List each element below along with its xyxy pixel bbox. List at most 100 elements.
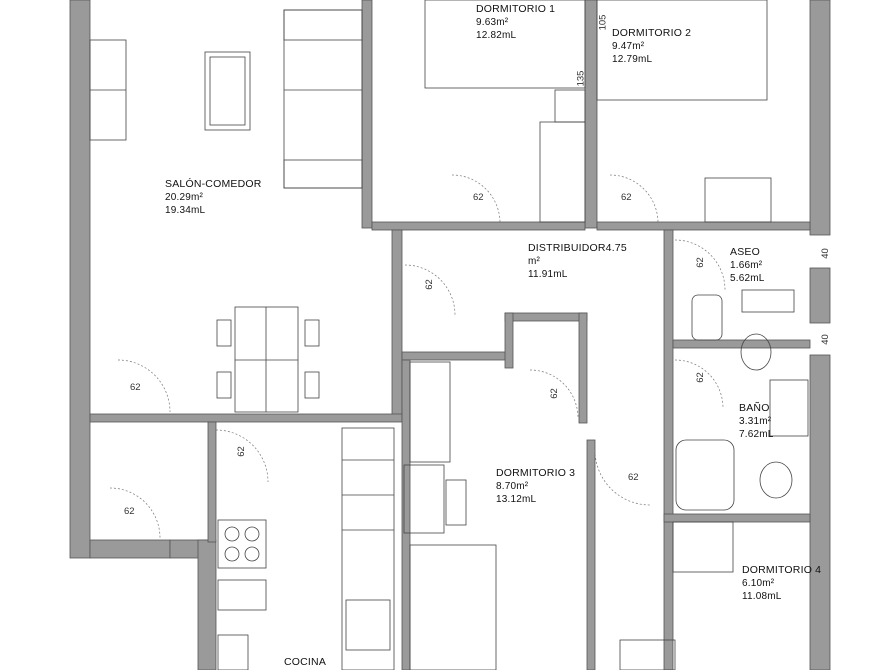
room-name: COCINA [284, 656, 327, 668]
wall-kitchen-left [197, 539, 217, 670]
door-swing-dorm4 [594, 449, 651, 506]
door-width-aseo: 62 [694, 257, 706, 268]
room-label-dorm3: DORMITORIO 3 8.70m² 13.12mL [496, 467, 575, 506]
room-area: 6.10m² [742, 578, 775, 589]
room-area: 8.70m² [496, 481, 529, 492]
room-label-cocina: COCINA [284, 656, 326, 669]
door-swing-bano [674, 359, 724, 409]
room-perimeter: 7.62mL [739, 429, 774, 440]
stove [217, 519, 267, 569]
wall-bottom-left [89, 539, 171, 559]
wall-right-top [809, 0, 831, 236]
bano-sink [769, 379, 809, 437]
door-width-bano: 62 [694, 372, 706, 383]
room-perimeter: 12.82mL [476, 30, 517, 41]
sink [741, 289, 795, 313]
dim-105: 105 [597, 14, 609, 31]
door-swing-aseo [674, 239, 726, 291]
wall-right-mid [809, 267, 831, 324]
wall-closet-top [504, 312, 588, 322]
sofa [283, 9, 363, 189]
door-width-dorm2: 62 [621, 192, 632, 203]
wardrobe-dorm3 [409, 361, 451, 463]
room-perimeter: 12.79mL [612, 54, 653, 65]
wall-dorm1-left [361, 0, 373, 229]
wall-right-bottom [809, 354, 831, 670]
room-label-dorm1: DORMITORIO 1 9.63m² 12.82mL [476, 3, 555, 42]
door-width-dorm4: 62 [628, 472, 639, 483]
kitchen-sink [345, 599, 391, 651]
wall-dorm1-right [584, 0, 598, 229]
wall-bano-bottom [663, 513, 811, 523]
room-name: BAÑO [739, 402, 770, 414]
room-label-salon: SALÓN-COMEDOR 20.29m² 19.34mL [165, 178, 262, 217]
furniture [89, 0, 809, 670]
wall-kitchen-top [207, 421, 217, 543]
dim-135: 135 [575, 70, 587, 87]
room-name: DORMITORIO 2 [612, 27, 692, 39]
room-perimeter: 11.91mL [528, 269, 568, 280]
bed-dorm3 [409, 544, 497, 670]
room-area: 9.63m² [476, 17, 509, 28]
room-label-dorm2: DORMITORIO 2 9.47m² 12.79mL [612, 27, 691, 66]
room-label-dorm4: DORMITORIO 4 6.10m² 11.08mL [742, 564, 821, 603]
door-swing-closet [529, 369, 579, 419]
shower [675, 439, 735, 511]
room-name: DORMITORIO 1 [476, 3, 556, 15]
wall-dorm3-left [401, 359, 411, 670]
room-label-distribuidor: DISTRIBUIDOR4.75 m² 11.91mL [528, 242, 627, 281]
door-width-kitchen: 62 [235, 446, 247, 457]
door-swing-hall [109, 487, 161, 539]
wardrobe-dorm4 [672, 521, 734, 573]
room-area: 3.31m² [739, 416, 772, 427]
kitchen-counter [341, 427, 395, 670]
wall-distrib-inner [401, 351, 513, 361]
door-width-salon: 62 [130, 382, 141, 393]
walls [69, 0, 831, 670]
dim-40-top: 40 [819, 248, 831, 259]
door-width-dorm1: 62 [473, 192, 484, 203]
desk-dorm4 [619, 639, 676, 670]
wall-bath-left [663, 229, 674, 670]
desk-dorm3 [403, 464, 445, 534]
bed-dorm1 [424, 0, 586, 89]
wall-closet-right [578, 312, 588, 424]
nightstand [554, 89, 586, 123]
room-label-bano: BAÑO 3.31m² 7.62mL [739, 402, 774, 441]
counter-left [217, 579, 267, 611]
chair [216, 319, 232, 347]
chair [304, 371, 320, 399]
room-label-aseo: ASEO 1.66m² 5.62mL [730, 246, 765, 285]
room-name: DORMITORIO 3 [496, 467, 576, 479]
bidet [759, 461, 793, 499]
wall-dorm3-right [586, 439, 596, 670]
chair [304, 319, 320, 347]
toilet [691, 294, 723, 341]
room-name: ASEO [730, 246, 760, 258]
door-swing-dorm2 [609, 174, 659, 223]
tv [204, 51, 251, 131]
bed-dorm2 [596, 0, 768, 101]
room-name: DORMITORIO 4 [742, 564, 822, 576]
room-perimeter: 5.62mL [730, 273, 765, 284]
bano-toilet [740, 333, 772, 371]
room-area: 9.47m² [612, 41, 645, 52]
room-perimeter: 19.34mL [165, 205, 206, 216]
door-width-closet: 62 [548, 388, 560, 399]
wall-salon-bottom [89, 413, 403, 423]
door-swings [109, 174, 726, 539]
room-perimeter: 11.08mL [742, 591, 782, 602]
dim-40-bottom: 40 [819, 334, 831, 345]
door-swing-distrib [404, 264, 456, 316]
door-width-distrib: 62 [423, 279, 435, 290]
door-swing-dorm1 [451, 174, 501, 223]
room-name: SALÓN-COMEDOR [165, 178, 262, 190]
chair-dorm3 [445, 479, 467, 526]
desk-dorm2 [704, 177, 772, 223]
room-area: 20.29m² [165, 192, 204, 203]
door-swing-salon [117, 359, 171, 413]
wall-left [69, 0, 91, 559]
room-perimeter: 13.12mL [496, 494, 537, 505]
room-area: 1.66m² [730, 260, 763, 271]
